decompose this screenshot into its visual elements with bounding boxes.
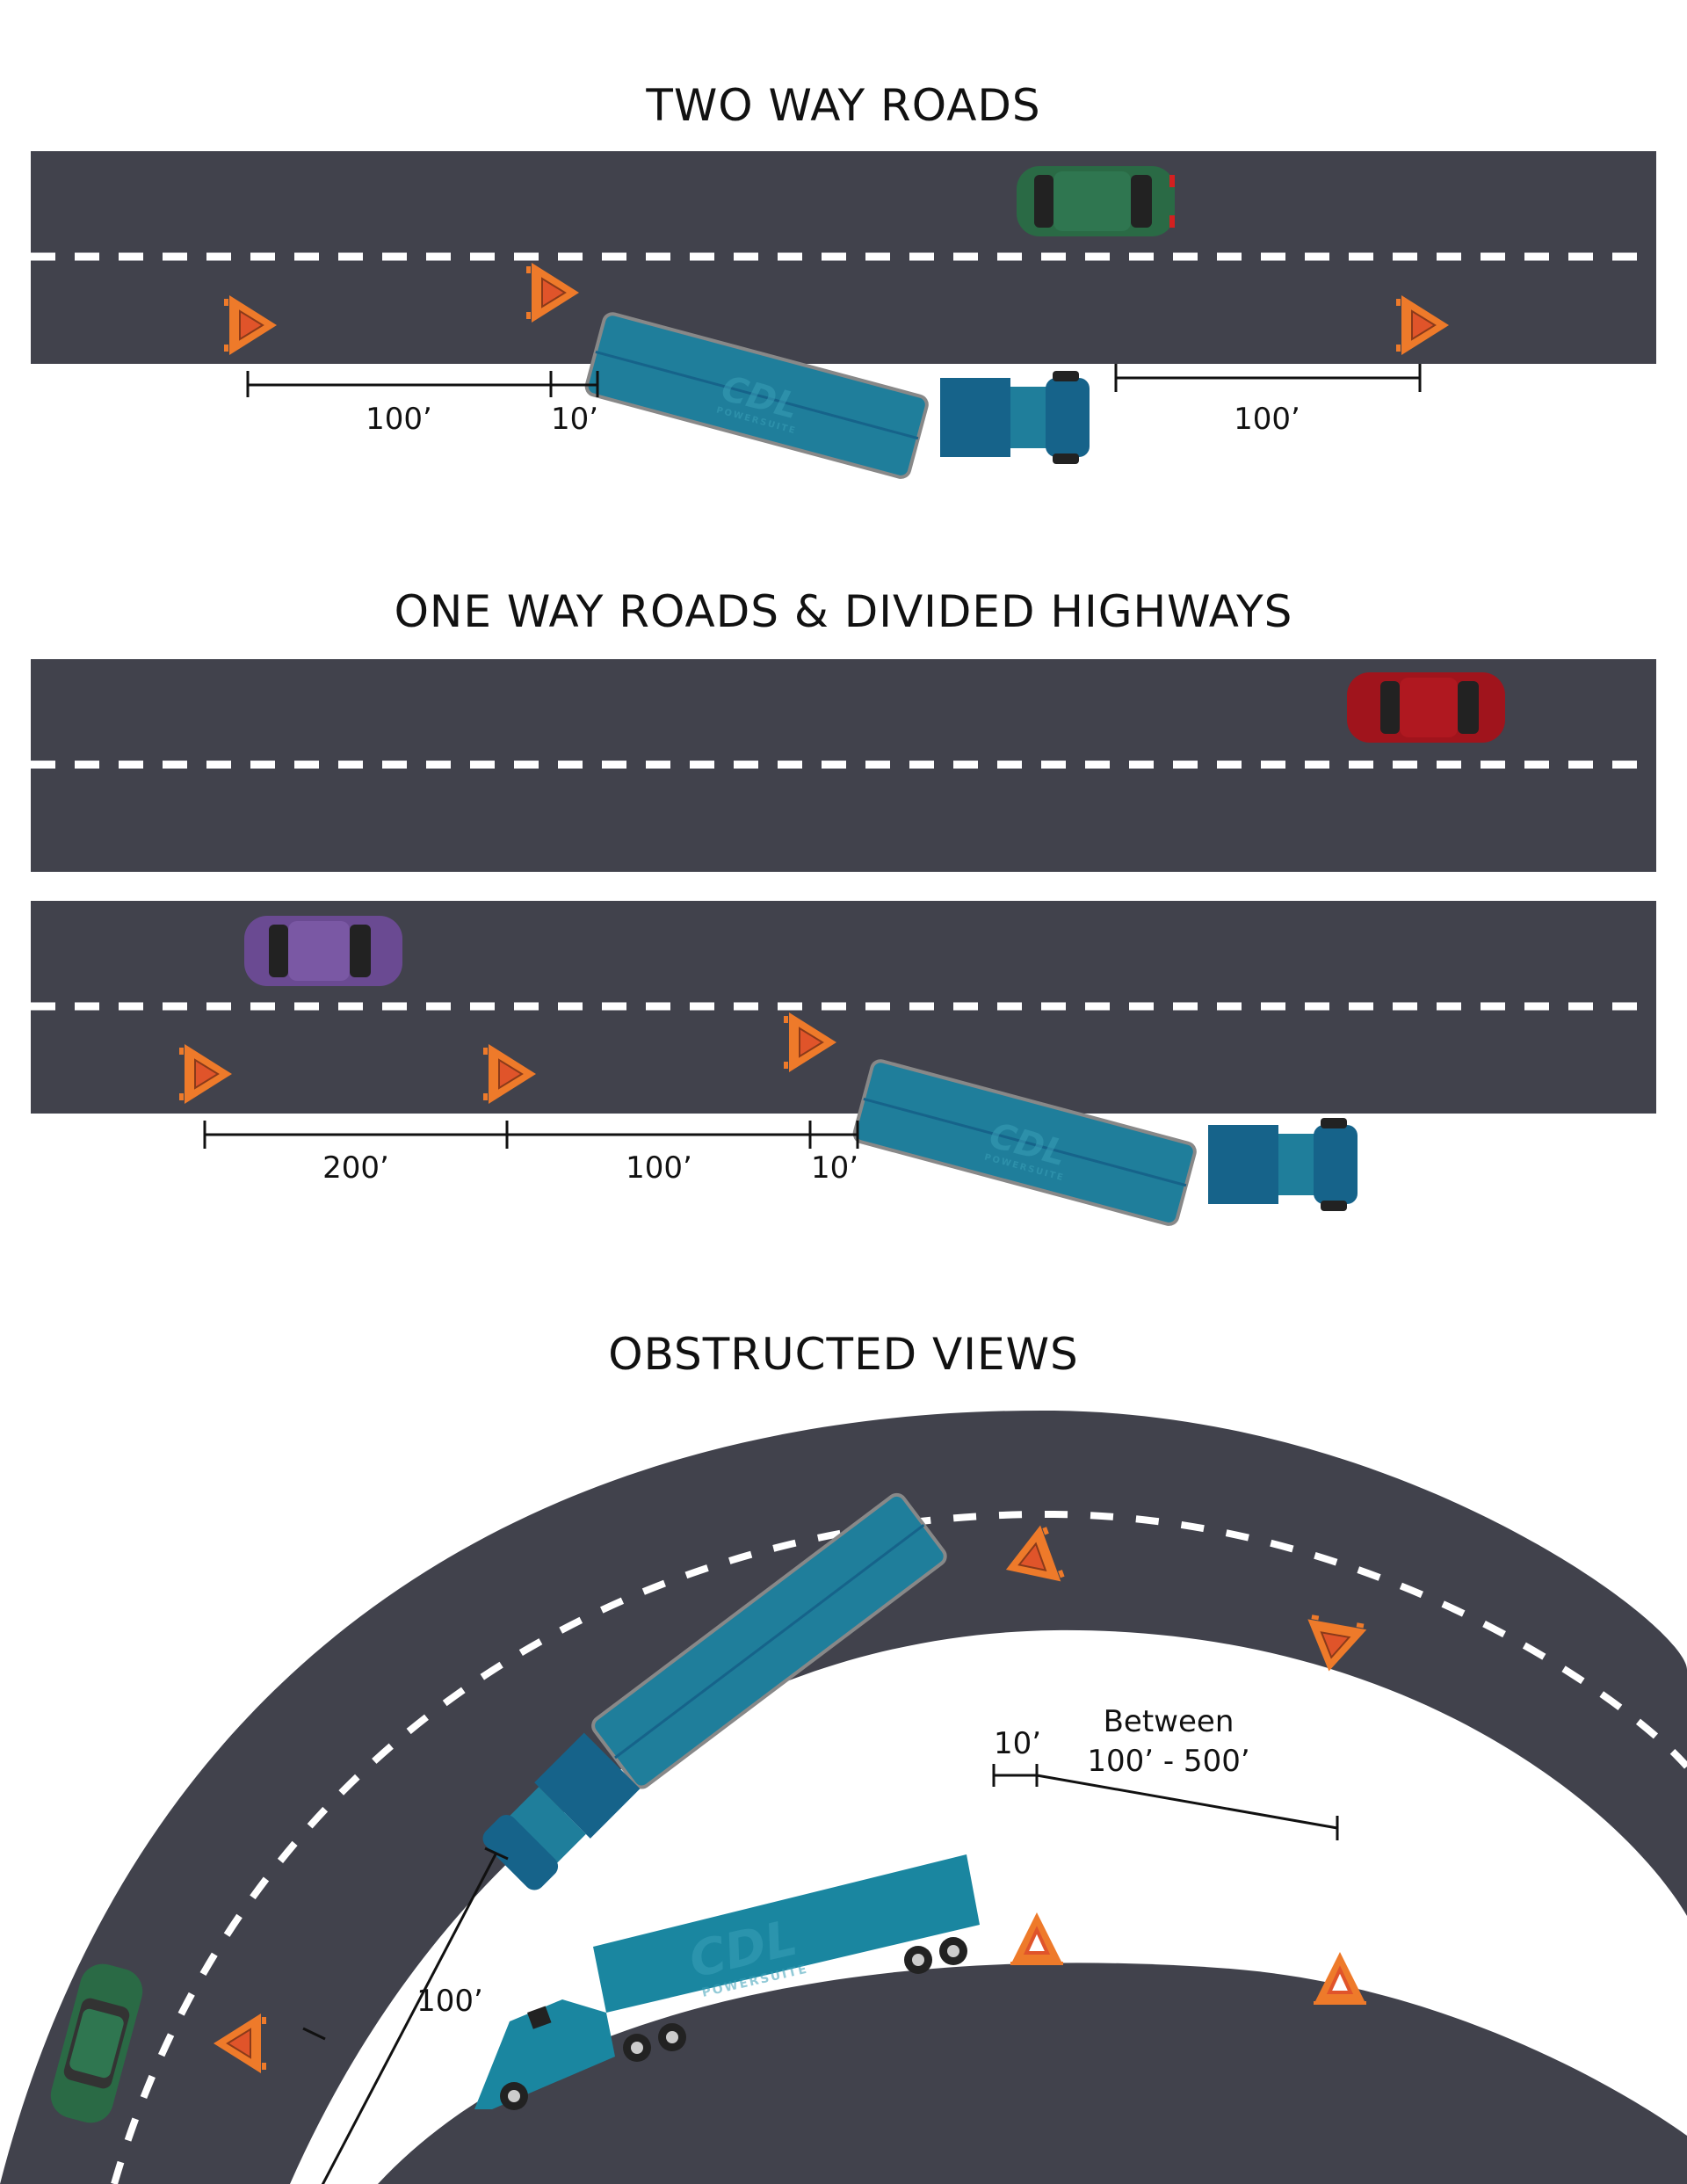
truck-cab bbox=[1208, 1118, 1358, 1211]
dimension-label: Between bbox=[1104, 1704, 1234, 1739]
dimension-label: 200’ bbox=[322, 1150, 389, 1186]
section-title-two-way-roads: TWO WAY ROADS bbox=[645, 80, 1040, 131]
red-car bbox=[1347, 672, 1505, 743]
jackknifed-truck: CDL POWERSUITE bbox=[584, 312, 929, 479]
green-car bbox=[1017, 166, 1175, 236]
section-title-obstructed-views: OBSTRUCTED VIEWS bbox=[608, 1329, 1079, 1380]
dimension-label: 10’ bbox=[811, 1150, 858, 1186]
section-title-one-way-roads: ONE WAY ROADS & DIVIDED HIGHWAYS bbox=[395, 586, 1293, 637]
dimension-lines bbox=[302, 1764, 1339, 2184]
dimension-label: 10’ bbox=[994, 1726, 1041, 1761]
dimension-label: 100’ - 500’ bbox=[1087, 1744, 1249, 1779]
dimension-label: 100’ bbox=[416, 1984, 483, 2019]
inner-curve-road bbox=[378, 1963, 1687, 2184]
dimension-lines bbox=[203, 1121, 859, 1149]
purple-car bbox=[244, 916, 402, 986]
warning-triangle-icon bbox=[1312, 1950, 1368, 2006]
jackknifed-truck bbox=[591, 1492, 947, 1789]
dimension-lines bbox=[246, 364, 1422, 397]
dimension-label: 100’ bbox=[1234, 402, 1300, 437]
dimension-label: 100’ bbox=[366, 402, 432, 437]
dimension-label: 10’ bbox=[551, 402, 598, 437]
side-view-truck: CDL POWERSUITE bbox=[474, 1854, 980, 2110]
green-car bbox=[50, 1963, 143, 2123]
warning-triangle-icon bbox=[1009, 1911, 1065, 1967]
truck-cab bbox=[940, 371, 1090, 464]
two-way-road bbox=[31, 151, 1656, 364]
jackknifed-truck: CDL POWERSUITE bbox=[852, 1059, 1197, 1226]
dimension-label: 100’ bbox=[626, 1150, 692, 1186]
truck-cab bbox=[482, 1732, 641, 1890]
